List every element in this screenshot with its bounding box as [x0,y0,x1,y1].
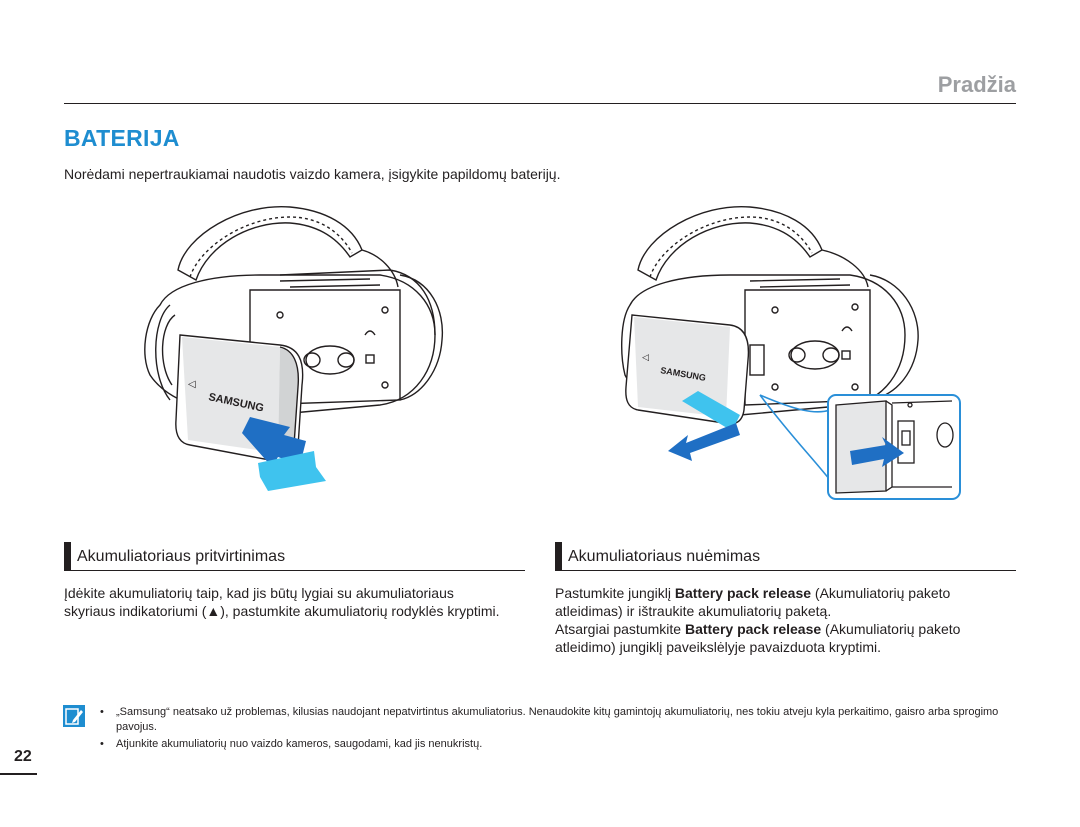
insert-subheading-bar [64,542,71,570]
remove-battery-illustration: SAMSUNG ◁ [621,206,961,500]
remove-arrow-light [682,391,740,431]
insert-battery-illustration: SAMSUNG ◁ [144,206,444,491]
remove-subheading-text: Akumuliatoriaus nuėmimas [568,548,761,565]
notes-list: •„Samsung“ neatsako už problemas, kilusi… [100,705,1000,752]
svg-text:◁: ◁ [642,353,649,363]
remove-step-2: Atsargiai pastumkite Battery pack releas… [555,621,961,655]
insert-instructions: Įdėkite akumuliatorių taip, kad jis būtų… [64,585,500,619]
insert-arrow-dark [242,417,306,467]
remove-subheading-bar [555,542,562,570]
battery-release-label-1: Battery pack release [674,585,812,601]
insert-subheading-text: Akumuliatoriaus pritvirtinimas [77,548,286,565]
section-title: Pradžia [937,72,1016,97]
svg-text:◁: ◁ [188,379,196,390]
page-number: 22 [14,748,32,765]
remove-instructions: Pastumkite jungiklį Battery pack release… [555,584,1017,656]
battery-release-label-2: Battery pack release [684,621,822,637]
page-heading: BATERIJA [64,125,180,151]
insert-arrow-light [258,451,326,491]
header-rule [64,103,1016,104]
insert-subheading: Akumuliatoriaus pritvirtinimas [64,542,525,571]
note-pencil-icon [63,705,85,727]
intro-text: Norėdami nepertraukiamai naudotis vaizdo… [64,166,561,182]
remove-arrow-dark [668,423,740,461]
note-item: •„Samsung“ neatsako už problemas, kilusi… [100,706,999,733]
release-switch-arrow [850,437,904,467]
note-item: •Atjunkite akumuliatorių nuo vaizdo kame… [100,738,483,750]
remove-step-1: Pastumkite jungiklį Battery pack release… [555,585,951,619]
remove-subheading: Akumuliatoriaus nuėmimas [555,542,1016,571]
page-number-rule [0,773,37,775]
